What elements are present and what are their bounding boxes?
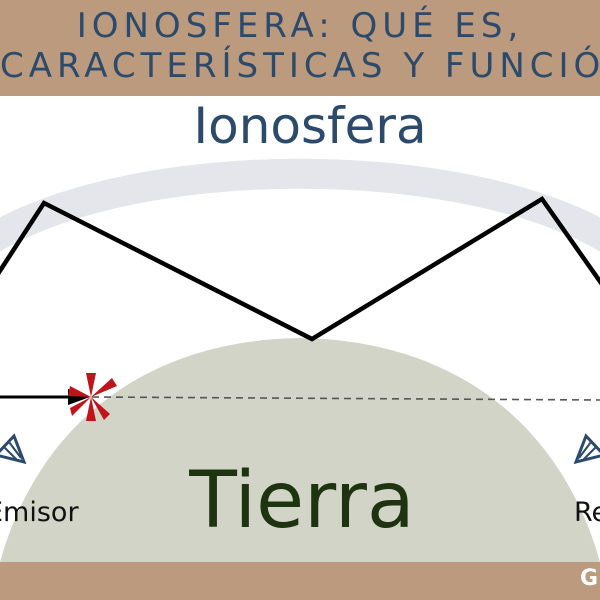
transmitter-label: Emisor [0, 497, 79, 528]
transmitter-antenna-icon [0, 433, 27, 465]
receiver-label: Receptor [574, 497, 600, 528]
receiver-antenna-icon [573, 433, 600, 465]
earth-label: Tierra [188, 456, 414, 546]
line-of-sight [91, 396, 600, 401]
ionosphere-label: Ionosfera [193, 97, 426, 155]
footer-banner: GEOENCICLOPEDIA [0, 562, 600, 600]
signal-path [0, 195, 600, 342]
brand-watermark: GEOENCICLOPEDIA [580, 566, 600, 591]
ionosphere-diagram: Ionosfera Tierra Emisor Receptor [0, 97, 600, 562]
blocked-marker-icon [68, 373, 117, 421]
ionosphere-band [0, 158, 600, 252]
title-banner: IONOSFERA: QUÉ ES, CARACTERÍSTICAS Y FUN… [0, 0, 600, 96]
earth-shape [0, 338, 600, 562]
title-line-2: CARACTERÍSTICAS Y FUNCIÓN [0, 46, 600, 86]
title-line-1: IONOSFERA: QUÉ ES, [76, 6, 524, 46]
